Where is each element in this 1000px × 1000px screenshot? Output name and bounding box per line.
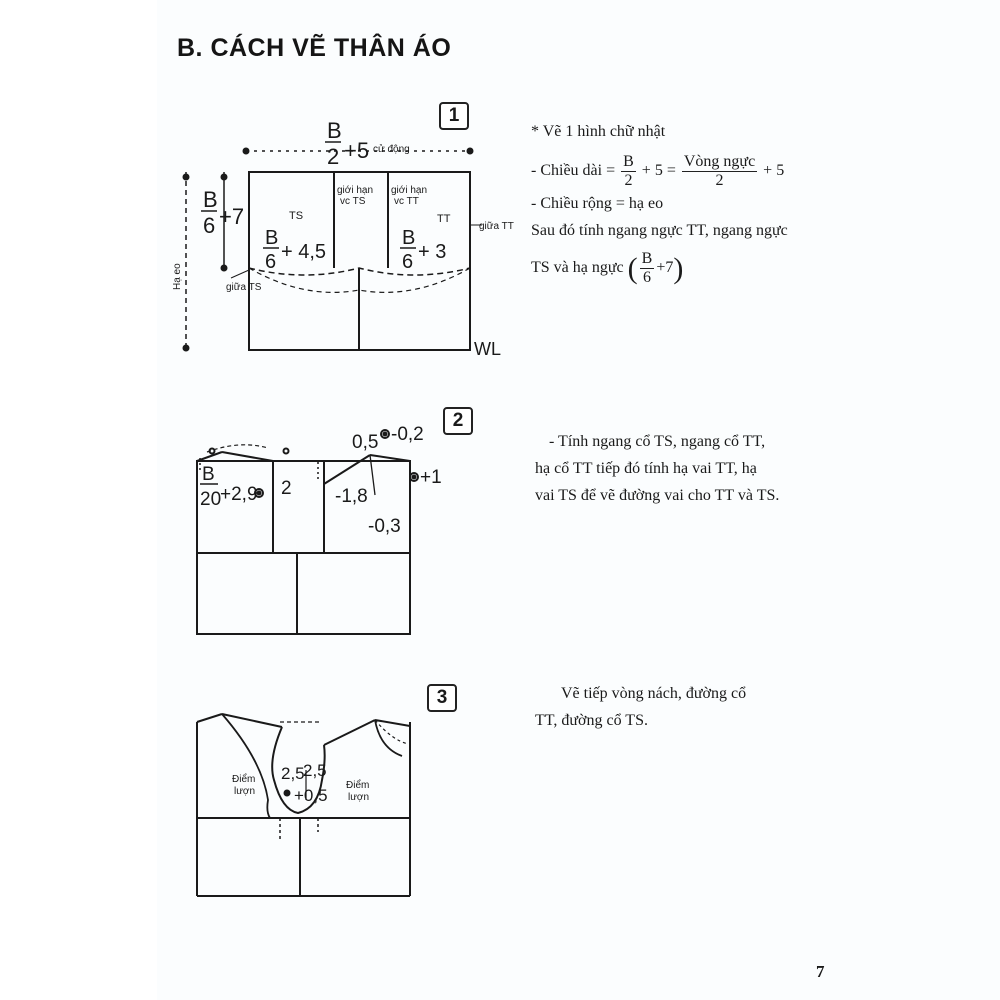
d1-ts-frac-den: 6	[265, 251, 276, 273]
d1-tt-frac-num: B	[402, 227, 415, 249]
d2-value-02: -0,2	[391, 424, 424, 445]
step-3-line-2: TT, đường cổ TS.	[535, 712, 648, 729]
d1-top-frac-den: 2	[327, 144, 339, 169]
d1-gioi-han-ts: giới hạn	[337, 185, 373, 196]
step-2-line-1: - Tính ngang cổ TS, ngang cổ TT,	[549, 433, 766, 450]
d3-value-25a: 2,5	[281, 764, 305, 783]
d1-tt-plus: + 3	[418, 241, 446, 263]
step-1-number: 1	[439, 102, 469, 130]
page-sheet	[157, 0, 1000, 1000]
d2-value-03: -0,3	[368, 516, 401, 537]
d2-value-1: +1	[420, 467, 442, 488]
d3-diem-luon-right-2: lượn	[348, 792, 369, 803]
step-3-number: 3	[427, 684, 457, 712]
d2-plus: +2,9	[220, 484, 258, 505]
page-number: 7	[816, 962, 825, 981]
d1-ts-plus: + 4,5	[281, 241, 326, 263]
d1-top-plus: +5	[344, 138, 369, 163]
d1-ha-eo: Hạ eo	[172, 263, 183, 290]
step-3-line-1: Vẽ tiếp vòng nách, đường cổ	[561, 685, 747, 702]
d1-top-note: cử động	[373, 143, 410, 155]
step-3-text: Vẽ tiếp vòng nách, đường cổ TT, đường cổ…	[535, 680, 746, 734]
d2-value-05: 0,5	[352, 432, 378, 453]
d1-left-plus: +7	[219, 204, 244, 229]
d1-giua-tt: giữa TT	[479, 221, 514, 232]
step-1-line-3: - Chiều rộng = hạ eo	[531, 195, 664, 212]
diagram-1-width-dimension	[242, 147, 474, 155]
d1-gioi-han-tt: giới hạn	[391, 185, 427, 196]
step-2-text: - Tính ngang cổ TS, ngang cổ TT, hạ cổ T…	[535, 428, 779, 509]
d3-diem-luon-left-2: lượn	[234, 786, 255, 797]
d3-diem-luon-right-1: Điểm	[346, 779, 369, 791]
step-2-line-2: hạ cổ TT tiếp đó tính hạ vai TT, hạ	[535, 460, 757, 477]
diagram-1-rectangle	[248, 171, 471, 351]
d2-value-2: 2	[281, 478, 292, 499]
d1-tt-frac-den: 6	[402, 251, 413, 273]
section-heading: B. CÁCH VẼ THÂN ÁO	[177, 34, 452, 62]
d2-frac-num: B	[202, 464, 215, 485]
d3-diem-luon-left-1: Điểm	[232, 773, 255, 785]
d1-left-frac-den: 6	[203, 213, 215, 238]
d3-value-05: +0,5	[294, 786, 328, 805]
d1-ts-label: TS	[289, 210, 303, 222]
d1-tt-label: TT	[437, 213, 451, 225]
step-1-line-1: * Vẽ 1 hình chữ nhật	[531, 123, 666, 140]
d1-gioi-han-tt-2: vc TT	[394, 196, 419, 207]
d1-top-frac-num: B	[327, 118, 342, 143]
diagram-3-grid	[196, 713, 411, 897]
d2-frac-den: 20	[200, 489, 221, 510]
d2-value-18: -1,8	[335, 486, 368, 507]
diagram-1-height-dimension	[182, 172, 482, 352]
step-2-number: 2	[443, 407, 473, 435]
d1-left-frac-num: B	[203, 187, 218, 212]
step-1-line-4: Sau đó tính ngang ngực TT, ngang ngực	[531, 222, 788, 239]
d1-ts-frac-num: B	[265, 227, 278, 249]
diagram-2-grid	[196, 429, 419, 635]
d1-gioi-han-ts-2: vc TS	[340, 196, 366, 207]
d3-value-25b: 2,5	[303, 761, 327, 780]
d1-giua-ts: giữa TS	[226, 282, 262, 293]
d1-wl-label: WL	[474, 339, 501, 359]
step-2-line-3: vai TS để vẽ đường vai cho TT và TS.	[535, 487, 780, 504]
